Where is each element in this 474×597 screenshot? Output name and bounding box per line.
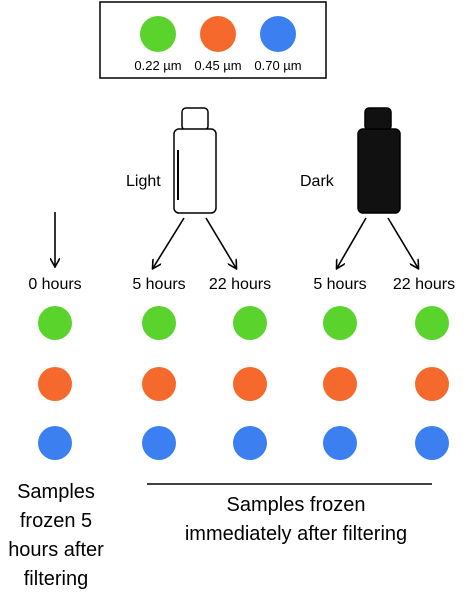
legend-swatch-orange	[200, 16, 236, 52]
timepoint-label-1: 5 hours	[132, 276, 185, 293]
sample-dot-r3-c4	[323, 426, 357, 460]
caption-left-line-1: Samples	[17, 481, 95, 503]
caption-right-line-1: Samples frozen	[227, 494, 366, 516]
sample-dot-r3-c2	[142, 426, 176, 460]
sample-dot-r2-c4	[323, 367, 357, 401]
arrow-dark-22h	[387, 217, 418, 268]
sample-dot-r1-c1	[38, 306, 72, 340]
sample-dot-r1-c2	[142, 306, 176, 340]
sample-dot-r3-c3	[233, 426, 267, 460]
caption-left-line-4: filtering	[24, 568, 88, 590]
dark-bottle-icon	[357, 107, 401, 214]
legend-label-045: 0.45 µm	[194, 58, 241, 73]
arrow-dark-5h	[337, 217, 367, 268]
timepoint-label-2: 22 hours	[209, 276, 271, 293]
sample-dot-r1-c5	[415, 306, 449, 340]
sample-dot-r1-c4	[323, 306, 357, 340]
sample-dot-r3-c5	[415, 426, 449, 460]
legend-swatch-green	[140, 16, 176, 52]
arrow-light-5h	[153, 217, 185, 268]
caption-right: Samples frozen immediately after filteri…	[185, 494, 407, 545]
dark-label: Dark	[300, 173, 335, 190]
sample-dot-r3-c1	[38, 426, 72, 460]
sample-dot-r2-c5	[415, 367, 449, 401]
caption-left-line-3: hours after	[8, 539, 104, 561]
light-bottle-icon	[173, 107, 217, 214]
caption-right-line-2: immediately after filtering	[185, 523, 407, 545]
legend-label-070: 0.70 µm	[254, 58, 301, 73]
timepoint-label-0: 0 hours	[28, 276, 81, 293]
legend: 0.22 µm 0.45 µm 0.70 µm	[99, 1, 327, 79]
caption-left: Samples frozen 5 hours after filtering	[8, 481, 104, 590]
timepoint-label-3: 5 hours	[313, 276, 366, 293]
timepoint-label-4: 22 hours	[393, 276, 455, 293]
sample-dot-r2-c3	[233, 367, 267, 401]
sample-dot-r1-c3	[233, 306, 267, 340]
light-label: Light	[126, 173, 161, 190]
sample-dot-r2-c1	[38, 367, 72, 401]
sample-dot-grid	[38, 306, 449, 460]
caption-left-line-2: frozen 5	[20, 510, 92, 532]
sample-dot-r2-c2	[142, 367, 176, 401]
legend-label-022: 0.22 µm	[134, 58, 181, 73]
arrow-light-22h	[205, 217, 236, 268]
legend-swatch-blue	[260, 16, 296, 52]
